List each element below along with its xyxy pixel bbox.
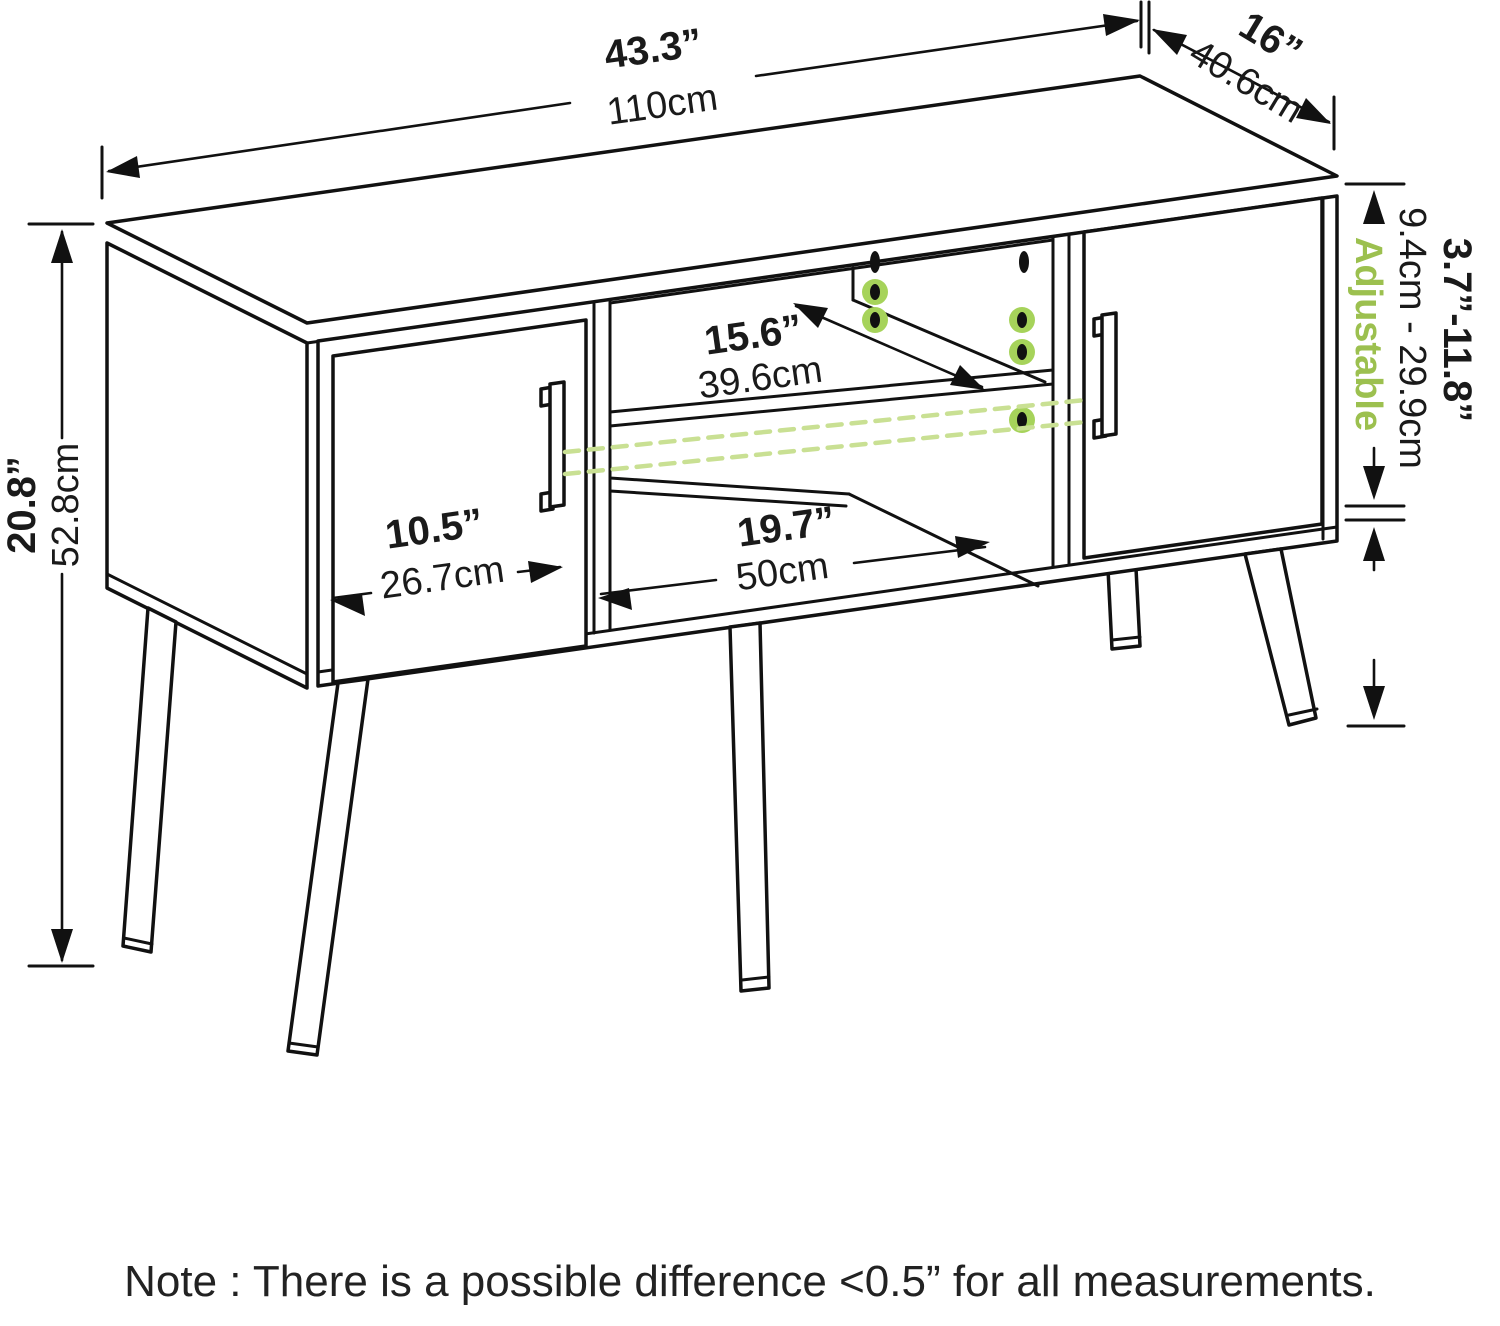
pin-hole-core-icon bbox=[870, 312, 880, 328]
interior-ceiling-line bbox=[608, 238, 1055, 305]
left-door-handle bbox=[539, 380, 566, 513]
shelf-pin-holes bbox=[862, 279, 1035, 433]
pin-hole-core-icon bbox=[1017, 312, 1027, 328]
keyhole-slot-icon bbox=[1019, 251, 1029, 273]
arrowhead-down-icon bbox=[1363, 466, 1385, 500]
leg-height-dimension bbox=[1346, 527, 1406, 728]
left-side-panel bbox=[105, 241, 309, 690]
leg-middle-foot bbox=[740, 975, 771, 982]
leg-middle bbox=[728, 621, 771, 993]
keyhole-slot-icon bbox=[870, 251, 880, 273]
leg-front-right-foot bbox=[1287, 707, 1319, 717]
leg-back-left bbox=[121, 606, 178, 954]
arrowhead-right-icon bbox=[1103, 14, 1140, 36]
arrowhead-left-icon bbox=[598, 588, 632, 610]
arrowhead-upleft-icon bbox=[1152, 29, 1187, 55]
width-dim-line-right bbox=[754, 19, 1139, 78]
arrowhead-up-icon bbox=[1363, 190, 1385, 224]
handle-bar bbox=[1100, 311, 1118, 438]
depth-dim-line bbox=[1152, 28, 1331, 124]
right-door bbox=[1082, 196, 1324, 560]
middle-compartment-interior bbox=[608, 238, 1055, 588]
arrowhead-up-icon bbox=[1363, 527, 1385, 561]
pin-hole-core-icon bbox=[1017, 412, 1027, 428]
arrowhead-left-icon bbox=[330, 594, 365, 616]
height-cm-label: 52.8cm bbox=[45, 443, 87, 568]
arrowhead-downright-icon bbox=[950, 365, 985, 390]
width-inch-label: 43.3” bbox=[602, 21, 705, 78]
leg-front-right bbox=[1243, 547, 1318, 727]
arrowhead-down-icon bbox=[51, 929, 73, 963]
arrowhead-left-icon bbox=[106, 156, 140, 178]
adjustable-cm-label: 9.4cm - 29.9cm bbox=[1391, 207, 1433, 469]
arrowhead-down-icon bbox=[1363, 686, 1385, 720]
pin-hole-core-icon bbox=[1017, 344, 1027, 360]
adjustable-inch-label: 3.7”-11.8” bbox=[1435, 238, 1479, 423]
legs bbox=[121, 547, 1319, 1057]
lower-shelf-front-edge bbox=[608, 476, 851, 496]
arrowhead-right-icon bbox=[955, 536, 990, 558]
arrowhead-downright-icon bbox=[1296, 98, 1331, 124]
leg-back-left-foot bbox=[122, 936, 154, 946]
adjustable-range-dimension: Adjustable 9.4cm - 29.9cm 3.7”-11.8” bbox=[1344, 182, 1479, 522]
lower-shelf-depth-edge bbox=[847, 492, 1040, 588]
arrowhead-right-icon bbox=[528, 561, 563, 583]
shelf-front-thickness bbox=[608, 382, 1055, 428]
width-dim-line-left bbox=[107, 101, 572, 173]
width-cm-label: 110cm bbox=[604, 77, 720, 134]
adjustable-label: Adjustable bbox=[1347, 237, 1389, 431]
height-dimension: 20.8” 52.8cm bbox=[0, 222, 95, 968]
height-inch-label: 20.8” bbox=[0, 456, 44, 554]
arrowhead-up-icon bbox=[51, 229, 73, 263]
handle-bar bbox=[548, 380, 566, 509]
pin-hole-core-icon bbox=[870, 284, 880, 300]
leg-front-left-foot bbox=[287, 1041, 320, 1049]
measurement-note: Note : There is a possible difference <0… bbox=[124, 1257, 1376, 1306]
door-dim-line-left bbox=[331, 591, 373, 600]
cabinet-body bbox=[105, 74, 1339, 1057]
lower-shelf-thickness bbox=[608, 489, 848, 508]
adjustable-shelf-dashed-line bbox=[562, 397, 1088, 455]
right-door-handle bbox=[1092, 311, 1118, 440]
left-door bbox=[331, 318, 588, 684]
shelf-front-edge bbox=[608, 368, 1055, 414]
shelf-depth-dim-line bbox=[794, 304, 984, 389]
leg-back-right-foot bbox=[1110, 635, 1142, 642]
arrowhead-upleft-icon bbox=[793, 303, 828, 328]
left-side-bottom-band bbox=[105, 572, 309, 676]
adjustable-shelf-dashed-line bbox=[562, 419, 1088, 477]
leg-front-left bbox=[286, 677, 370, 1057]
top-panel bbox=[105, 74, 1339, 325]
